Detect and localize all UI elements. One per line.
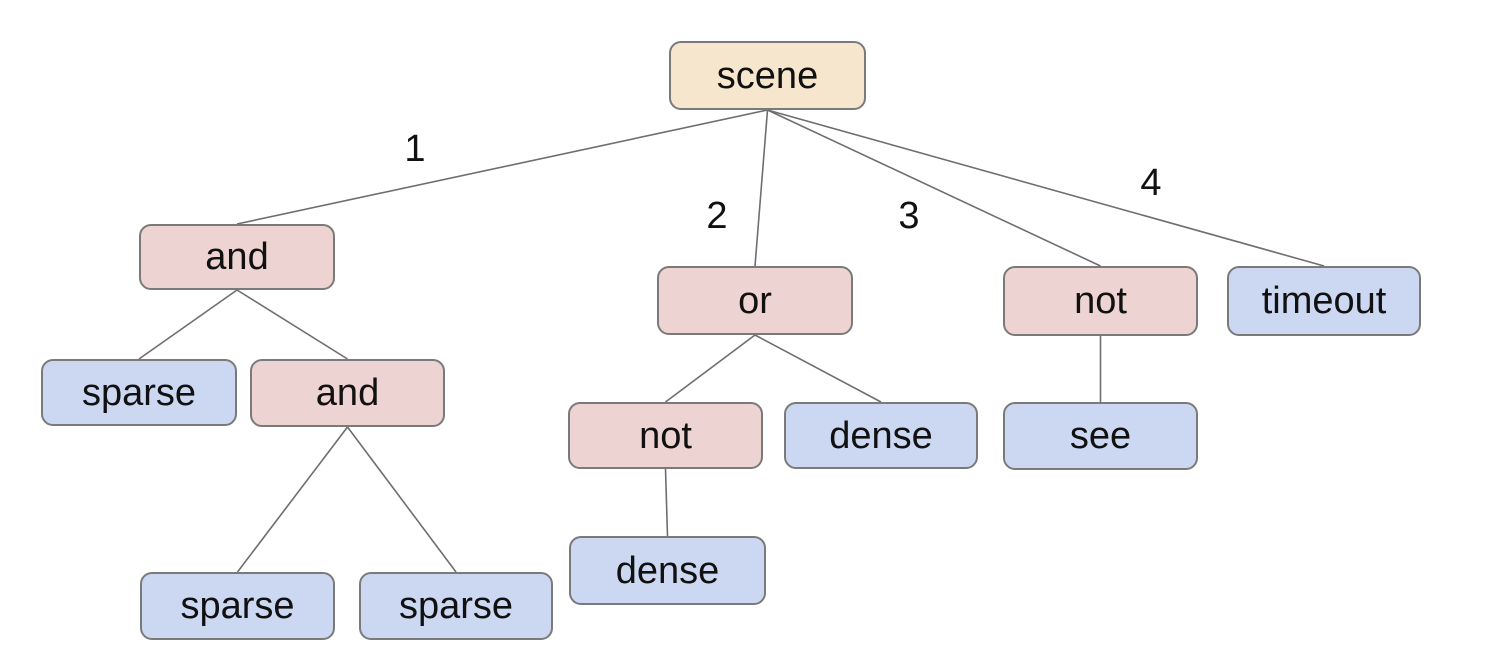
edge-line-scene-or1 [754, 109, 769, 267]
node-dense2: dense [569, 536, 766, 605]
edge-line-scene-timeout [767, 109, 1325, 267]
edge-line-and2-sparse2 [236, 426, 349, 573]
node-sparse3: sparse [359, 572, 553, 640]
edge-line-or1-dense1 [754, 334, 882, 403]
node-not2: not [568, 402, 763, 469]
node-or1: or [657, 266, 853, 335]
edge-label-1: 1 [404, 128, 426, 170]
edge-line-and1-sparse1 [138, 289, 238, 360]
edge-line-and1-and2 [236, 289, 348, 360]
node-sparse2: sparse [140, 572, 335, 640]
edge-line-scene-not1 [767, 109, 1101, 267]
node-and2: and [250, 359, 445, 427]
edge-label-3: 3 [898, 195, 920, 237]
edge-line-and2-sparse3 [346, 426, 457, 573]
edge-line-or1-not2 [665, 334, 756, 403]
edge-label-4: 4 [1140, 162, 1162, 204]
node-not1: not [1003, 266, 1198, 336]
edge-line-not2-dense2 [664, 468, 669, 537]
node-and1: and [139, 224, 335, 290]
edge-line-scene-and1 [236, 109, 768, 225]
node-timeout: timeout [1227, 266, 1421, 336]
node-sparse1: sparse [41, 359, 237, 426]
node-dense1: dense [784, 402, 978, 469]
node-scene: scene [669, 41, 866, 110]
node-see: see [1003, 402, 1198, 470]
edge-label-2: 2 [706, 195, 728, 237]
